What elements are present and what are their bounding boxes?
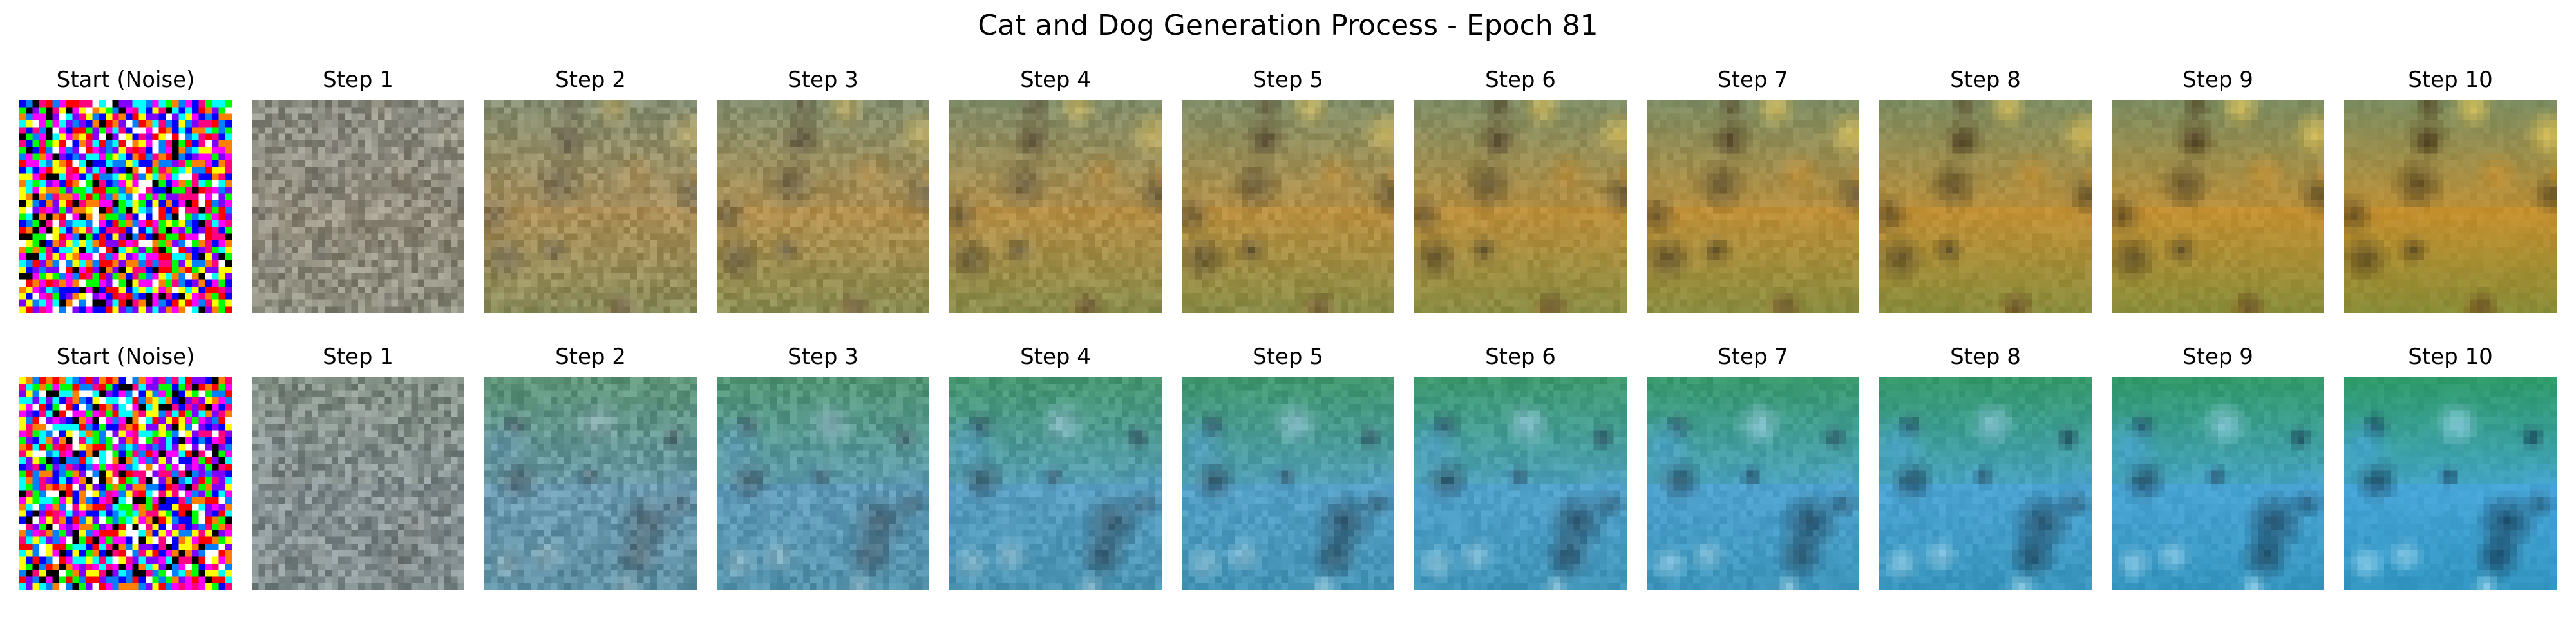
generated-image: [2112, 377, 2324, 590]
panel-title: Step 5: [1253, 344, 1323, 370]
generated-image: [252, 377, 464, 590]
generated-image: [2112, 100, 2324, 313]
panel-title: Step 4: [1020, 67, 1091, 93]
panel-title: Step 3: [788, 344, 858, 370]
panel-title: Step 7: [1718, 344, 1788, 370]
sample-panel: Step 9: [2112, 341, 2324, 599]
sample-panel: Step 7: [1647, 341, 1859, 599]
sample-panel: Step 5: [1182, 341, 1394, 599]
panel-title: Step 2: [555, 67, 626, 93]
sample-panel: Step 4: [949, 341, 1162, 599]
generated-image: [949, 377, 1162, 590]
panel-title: Step 6: [1485, 344, 1556, 370]
sample-row-1: Start (Noise) Step 1 Step 2 Step 3 Step 4 Ste…: [19, 64, 2570, 322]
generated-image: [717, 100, 929, 313]
generated-image: [1182, 100, 1394, 313]
panel-title: Step 1: [323, 344, 393, 370]
panel-title: Step 9: [2183, 344, 2253, 370]
panel-title: Step 8: [1950, 344, 2021, 370]
sample-panel: Step 8: [1879, 341, 2092, 599]
sample-panel: Start (Noise): [19, 341, 232, 599]
sample-panel: Step 6: [1414, 341, 1627, 599]
sample-panel: Step 7: [1647, 64, 1859, 322]
panel-title: Step 3: [788, 67, 858, 93]
sample-panel: Step 5: [1182, 64, 1394, 322]
panel-title: Step 8: [1950, 67, 2021, 93]
panel-title: Step 2: [555, 344, 626, 370]
panel-title: Step 9: [2183, 67, 2253, 93]
generated-image: [484, 100, 697, 313]
panel-title: Step 10: [2408, 67, 2493, 93]
generated-image: [717, 377, 929, 590]
generated-image: [1414, 100, 1627, 313]
generated-image: [1879, 100, 2092, 313]
sample-panel: Step 2: [484, 341, 697, 599]
panel-title: Step 10: [2408, 344, 2493, 370]
panel-title: Step 5: [1253, 67, 1323, 93]
sample-panel: Step 1: [252, 64, 464, 322]
panel-title: Step 7: [1718, 67, 1788, 93]
sample-panel: Step 8: [1879, 64, 2092, 322]
generated-image: [1182, 377, 1394, 590]
sample-panel: Step 4: [949, 64, 1162, 322]
sample-panel: Step 10: [2344, 341, 2557, 599]
sample-panel: Start (Noise): [19, 64, 232, 322]
sample-panel: Step 6: [1414, 64, 1627, 322]
sample-panel: Step 3: [717, 341, 929, 599]
panel-title: Start (Noise): [56, 344, 195, 370]
sample-panel: Step 2: [484, 64, 697, 322]
sample-panel: Step 1: [252, 341, 464, 599]
generated-image: [1647, 377, 1859, 590]
generated-image: [252, 100, 464, 313]
sample-panel: Step 9: [2112, 64, 2324, 322]
generated-image: [1414, 377, 1627, 590]
generated-image: [484, 377, 697, 590]
figure-title: Cat and Dog Generation Process - Epoch 8…: [978, 9, 1598, 42]
generated-image: [1647, 100, 1859, 313]
panel-title: Step 4: [1020, 344, 1091, 370]
generated-image: [2344, 100, 2557, 313]
noise-image: [19, 100, 232, 313]
generated-image: [949, 100, 1162, 313]
sample-row-2: Start (Noise) Step 1 Step 2 Step 3 Step 4 Ste…: [19, 341, 2570, 599]
generated-image: [1879, 377, 2092, 590]
panel-title: Step 1: [323, 67, 393, 93]
panel-title: Start (Noise): [56, 67, 195, 93]
panel-title: Step 6: [1485, 67, 1556, 93]
sample-panel: Step 3: [717, 64, 929, 322]
noise-image: [19, 377, 232, 590]
generated-image: [2344, 377, 2557, 590]
sample-panel: Step 10: [2344, 64, 2557, 322]
